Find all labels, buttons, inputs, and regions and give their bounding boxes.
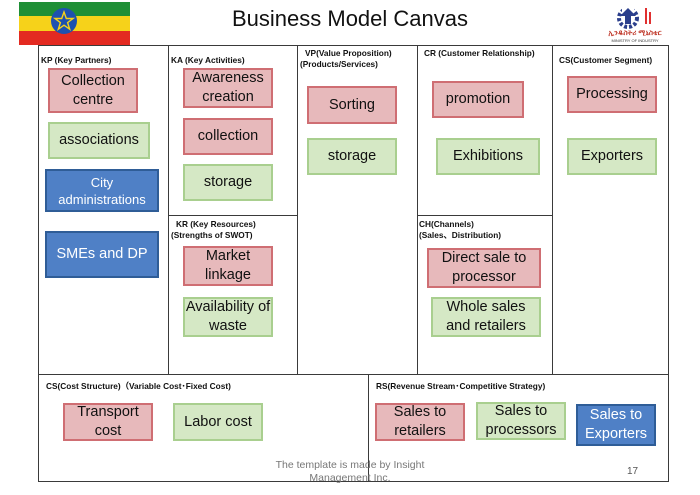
card-city-administrations: City administrations bbox=[45, 169, 159, 212]
grid-line-top bbox=[38, 45, 669, 46]
section-revenue-stream: RS(Revenue Stream･Competitive Strategy) bbox=[376, 381, 546, 391]
card-sales-exporters: Sales to Exporters bbox=[576, 404, 656, 446]
card-promotion: promotion bbox=[432, 81, 524, 118]
card-awareness-creation: Awareness creation bbox=[183, 68, 273, 108]
card-sales-retailers: Sales to retailers bbox=[375, 403, 465, 441]
card-associations: associations bbox=[48, 122, 150, 159]
grid-line-v1 bbox=[168, 45, 169, 374]
section-customer-segment: CS(Customer Segment) bbox=[559, 55, 653, 65]
star-icon bbox=[53, 10, 75, 31]
card-labor-cost: Labor cost bbox=[173, 403, 263, 441]
grid-line-v4 bbox=[552, 45, 553, 374]
card-exhibitions: Exhibitions bbox=[436, 138, 540, 175]
page-title: Business Model Canvas bbox=[231, 6, 468, 31]
card-processing: Processing bbox=[567, 76, 657, 113]
section-key-activities: KA (Key Activities) bbox=[171, 55, 245, 65]
grid-line-right bbox=[668, 45, 669, 482]
section-value-proposition: VP(Value Proposition) bbox=[305, 48, 392, 58]
card-sorting: Sorting bbox=[307, 86, 397, 124]
grid-line-bottom-split bbox=[368, 374, 369, 482]
card-storage-value: storage bbox=[307, 138, 397, 175]
card-storage-activities: storage bbox=[183, 164, 273, 201]
section-channels: CH(Channels) bbox=[419, 219, 474, 229]
footer-credit: The template is made by Insight Manageme… bbox=[275, 459, 425, 484]
grid-line-v2 bbox=[297, 45, 298, 374]
card-availability-waste: Availability of waste bbox=[183, 297, 273, 337]
card-direct-sale: Direct sale to processor bbox=[427, 248, 541, 288]
grid-line-v3 bbox=[417, 45, 418, 374]
page-number: 17 bbox=[627, 466, 639, 477]
card-exporters: Exporters bbox=[567, 138, 657, 175]
card-transport-cost: Transport cost bbox=[63, 403, 153, 441]
grid-line-mid bbox=[38, 374, 669, 375]
section-channels-sub: (Sales、Distribution) bbox=[419, 230, 502, 240]
section-customer-relationship: CR (Customer Relationship) bbox=[424, 48, 535, 58]
card-sales-processors: Sales to processors bbox=[476, 402, 566, 440]
section-key-partners: KP (Key Partners) bbox=[41, 55, 112, 65]
card-whole-sales: Whole sales and retailers bbox=[431, 297, 541, 337]
grid-line-bottom bbox=[38, 481, 669, 482]
card-market-linkage: Market linkage bbox=[183, 246, 273, 286]
grid-line-ka-kr bbox=[168, 215, 298, 216]
logo-text: ኢንዱስትሪ ሚኒስቴር bbox=[608, 30, 662, 37]
card-collection: collection bbox=[183, 118, 273, 155]
card-smes-dp: SMEs and DP bbox=[45, 231, 159, 278]
section-key-resources-sub: (Strengths of SWOT) bbox=[171, 230, 253, 240]
section-key-resources: KR (Key Resources) bbox=[176, 219, 256, 229]
gear-icon bbox=[617, 7, 651, 29]
grid-line-cr-ch bbox=[417, 215, 553, 216]
logo-subtext: MINISTRY OF INDUSTRY bbox=[611, 38, 659, 43]
section-value-proposition-sub: (Products/Services) bbox=[300, 59, 378, 69]
card-collection-centre: Collection centre bbox=[48, 68, 138, 113]
ministry-logo: ኢንዱስትሪ ሚኒስቴር MINISTRY OF INDUSTRY bbox=[600, 4, 670, 44]
section-cost-structure: CS(Cost Structure)（Variable Cost･Fixed C… bbox=[46, 381, 231, 391]
grid-line-left bbox=[38, 45, 39, 482]
